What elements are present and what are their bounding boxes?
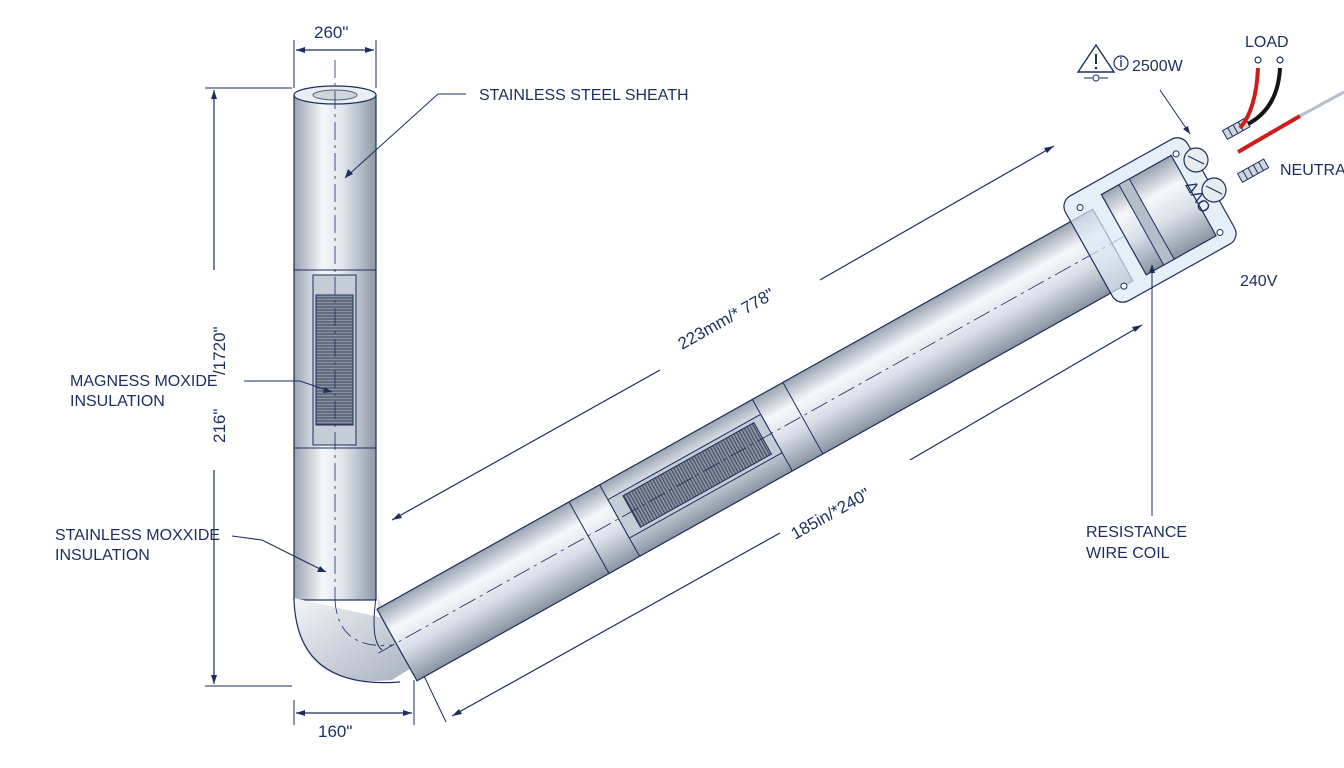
neutral-terminal-point [1276, 56, 1284, 64]
label-resistance-line2: WIRE COIL [1086, 545, 1170, 562]
dim-long-lower: 185in/*240" [788, 484, 874, 543]
black-wire [1247, 67, 1282, 126]
info-circle-icon [1113, 55, 1129, 71]
label-magness-line1: MAGNESS MOXIDE [70, 373, 218, 390]
label-voltage: 240V [1240, 273, 1278, 290]
red-wire [1238, 67, 1260, 130]
label-stainless-moxxide-line1: STAINLESS MOXXIDE [55, 527, 220, 544]
label-stainless-sheath: STAINLESS STEEL SHEATH [479, 87, 689, 104]
leader-lines [231, 89, 1191, 573]
label-power: 2500W [1132, 58, 1184, 75]
load-terminal-point [1254, 56, 1262, 64]
annotation-labels: STAINLESS STEEL SHEATH MAGNESS MOXIDE IN… [55, 34, 1344, 564]
label-magness-line2: INSULATION [70, 393, 165, 410]
label-stainless-moxxide-line2: INSULATION [55, 547, 150, 564]
dim-long-upper: 223mm/* 778" [675, 285, 778, 354]
vertical-tube [293, 60, 377, 601]
terminal-head: ΔΛΟ [1063, 117, 1270, 303]
label-neutral: NEUTRA [1280, 162, 1344, 179]
dim-bottom-width: 160" [318, 722, 352, 741]
label-load: LOAD [1245, 34, 1289, 51]
dim-vertical-a: 216" [210, 409, 229, 443]
neutral-terminal-stud [1236, 158, 1270, 184]
ground-symbol-icon [1084, 74, 1108, 82]
dimension-lines [205, 40, 1143, 725]
diagonal-tube [376, 208, 1134, 682]
magnesium-insulation-core [315, 294, 354, 426]
dim-vertical-b: /1720" [210, 326, 229, 375]
dim-top-width: 260" [314, 23, 348, 42]
lead-wires [1236, 56, 1344, 154]
label-resistance-line1: RESISTANCE [1086, 524, 1187, 541]
warning-triangle-icon [1076, 43, 1116, 73]
